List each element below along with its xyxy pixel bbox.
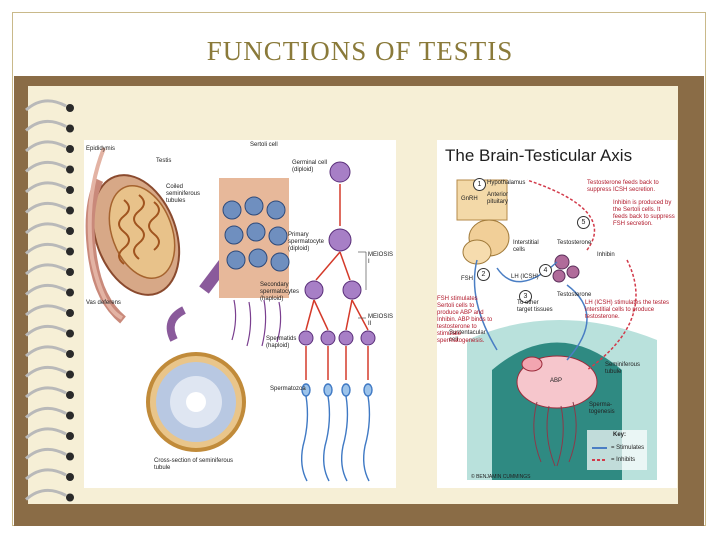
spermatogenesis-illustration: [85, 147, 376, 482]
binding-hole: [66, 350, 74, 358]
binding-hole: [66, 227, 74, 235]
binding-ring: [25, 406, 67, 419]
label-gnrh: GnRH: [461, 196, 478, 202]
binding-hole: [66, 391, 74, 399]
label-fsh: FSH: [461, 276, 473, 282]
label-testosterone-top: Testosterone: [557, 240, 592, 246]
label-vas-deferens: Vas deferens: [86, 300, 121, 306]
label-testis: Testis: [156, 158, 172, 164]
binding-hole: [66, 104, 74, 112]
label-lh: LH (ICSH): [511, 274, 539, 280]
binding-ring: [25, 386, 67, 399]
label-hypothalamus: Hypothalamus: [487, 180, 526, 186]
step-2-marker: 2: [477, 268, 490, 281]
label-germinal-cell: Germinal cell (diploid): [292, 160, 328, 173]
binding-hole: [66, 186, 74, 194]
binding-hole: [66, 124, 74, 133]
binding-ring: [25, 99, 67, 112]
label-spermatozoa: Spermatozoa: [270, 386, 306, 392]
label-sustentacular-cell: Sustentacular cell: [449, 330, 486, 343]
axis-title: The Brain-Testicular Axis: [445, 146, 633, 165]
label-cross-section: Cross-section of seminiferous tubule: [154, 458, 234, 471]
label-inhibits: = Inhibits: [611, 457, 636, 463]
binding-ring: [25, 304, 67, 317]
binding-ring: [25, 181, 67, 194]
binding-ring: [25, 283, 67, 296]
label-testosterone-bottom: Testosterone: [557, 292, 592, 298]
binding-ring: [25, 242, 67, 255]
step-5-marker: 5: [577, 216, 590, 229]
label-meiosis-2: MEIOSIS II: [368, 314, 394, 327]
binding-ring: [25, 201, 67, 214]
label-seminiferous-tubule: Seminiferous tubule: [605, 362, 641, 375]
step-1-marker: 1: [473, 178, 486, 191]
label-key: Key:: [613, 432, 627, 438]
binding-ring: [25, 365, 67, 378]
binding-hole: [66, 247, 74, 256]
label-coiled-tubules: Coiled seminiferous tubules: [166, 184, 201, 204]
label-interstitial-cells: Interstitial cells: [513, 240, 539, 253]
brain-testicular-axis-figure: The Brain-Testicular Axis 1 2 3 4 5 Hypo…: [437, 140, 677, 488]
binding-ring: [25, 140, 67, 153]
binding-ring: [25, 160, 67, 173]
binding-ring: [25, 447, 67, 460]
binding-hole: [66, 309, 74, 317]
label-abp: ABP: [550, 378, 563, 384]
binding-hole: [66, 268, 74, 276]
spermatogenesis-figure: Epididymis Testis Coiled seminiferous tu…: [84, 140, 396, 488]
binding-hole: [66, 411, 74, 420]
binding-ring: [25, 468, 67, 481]
binding-hole: [66, 370, 74, 379]
binding-hole: [66, 432, 74, 440]
label-copyright: © BENJAMIN CUMMINGS: [471, 474, 531, 480]
binding-hole: [66, 165, 74, 174]
binding-hole: [66, 288, 74, 297]
step-4-marker: 4: [539, 264, 552, 277]
label-meiosis-1: MEIOSIS I: [368, 252, 394, 265]
label-primary-spermatocyte: Primary spermatocyte (diploid): [288, 232, 325, 252]
label-sertoli-cell: Sertoli cell: [250, 142, 278, 148]
label-spermatids: Spermatids (haploid): [266, 336, 297, 349]
binding-ring: [25, 119, 67, 132]
binding-ring: [25, 324, 67, 337]
binding-hole: [66, 145, 74, 153]
label-secondary-spermatocytes: Secondary spermatocytes (haploid): [260, 282, 300, 302]
step-3-marker: 3: [519, 290, 532, 303]
label-to-other-target: To other target tissues: [517, 300, 553, 313]
binding-hole: [66, 452, 74, 461]
binding-ring: [25, 263, 67, 276]
note-lh: LH (ICSH) stimulates the testes intersti…: [585, 300, 670, 320]
binding-hole: [66, 473, 74, 481]
axis-illustration: [456, 179, 657, 480]
binding-hole: [66, 493, 74, 502]
binding-ring: [25, 345, 67, 358]
note-inhibin: Inhibin is produced by the Sertoli cells…: [613, 200, 675, 227]
binding-ring: [25, 427, 67, 440]
binding-ring: [25, 222, 67, 235]
binding-hole: [66, 329, 74, 338]
binding-ring: [25, 488, 67, 501]
note-testosterone-feedback: Testosterone feeds back to suppress ICSH…: [587, 180, 659, 193]
note-fsh: FSH stimulates Sertoli cells to produce …: [437, 296, 493, 344]
label-inhibin: Inhibin: [597, 252, 615, 258]
spiral-binding: [25, 99, 74, 502]
label-anterior-pituitary: Anterior pituitary: [487, 192, 509, 205]
label-spermatogenesis: Sperma-togenesis: [589, 402, 615, 415]
slide-title: FUNCTIONS OF TESTIS: [206, 36, 514, 66]
label-stimulates: = Stimulates: [611, 445, 645, 451]
binding-hole: [66, 206, 74, 215]
label-epididymis: Epididymis: [86, 146, 116, 152]
